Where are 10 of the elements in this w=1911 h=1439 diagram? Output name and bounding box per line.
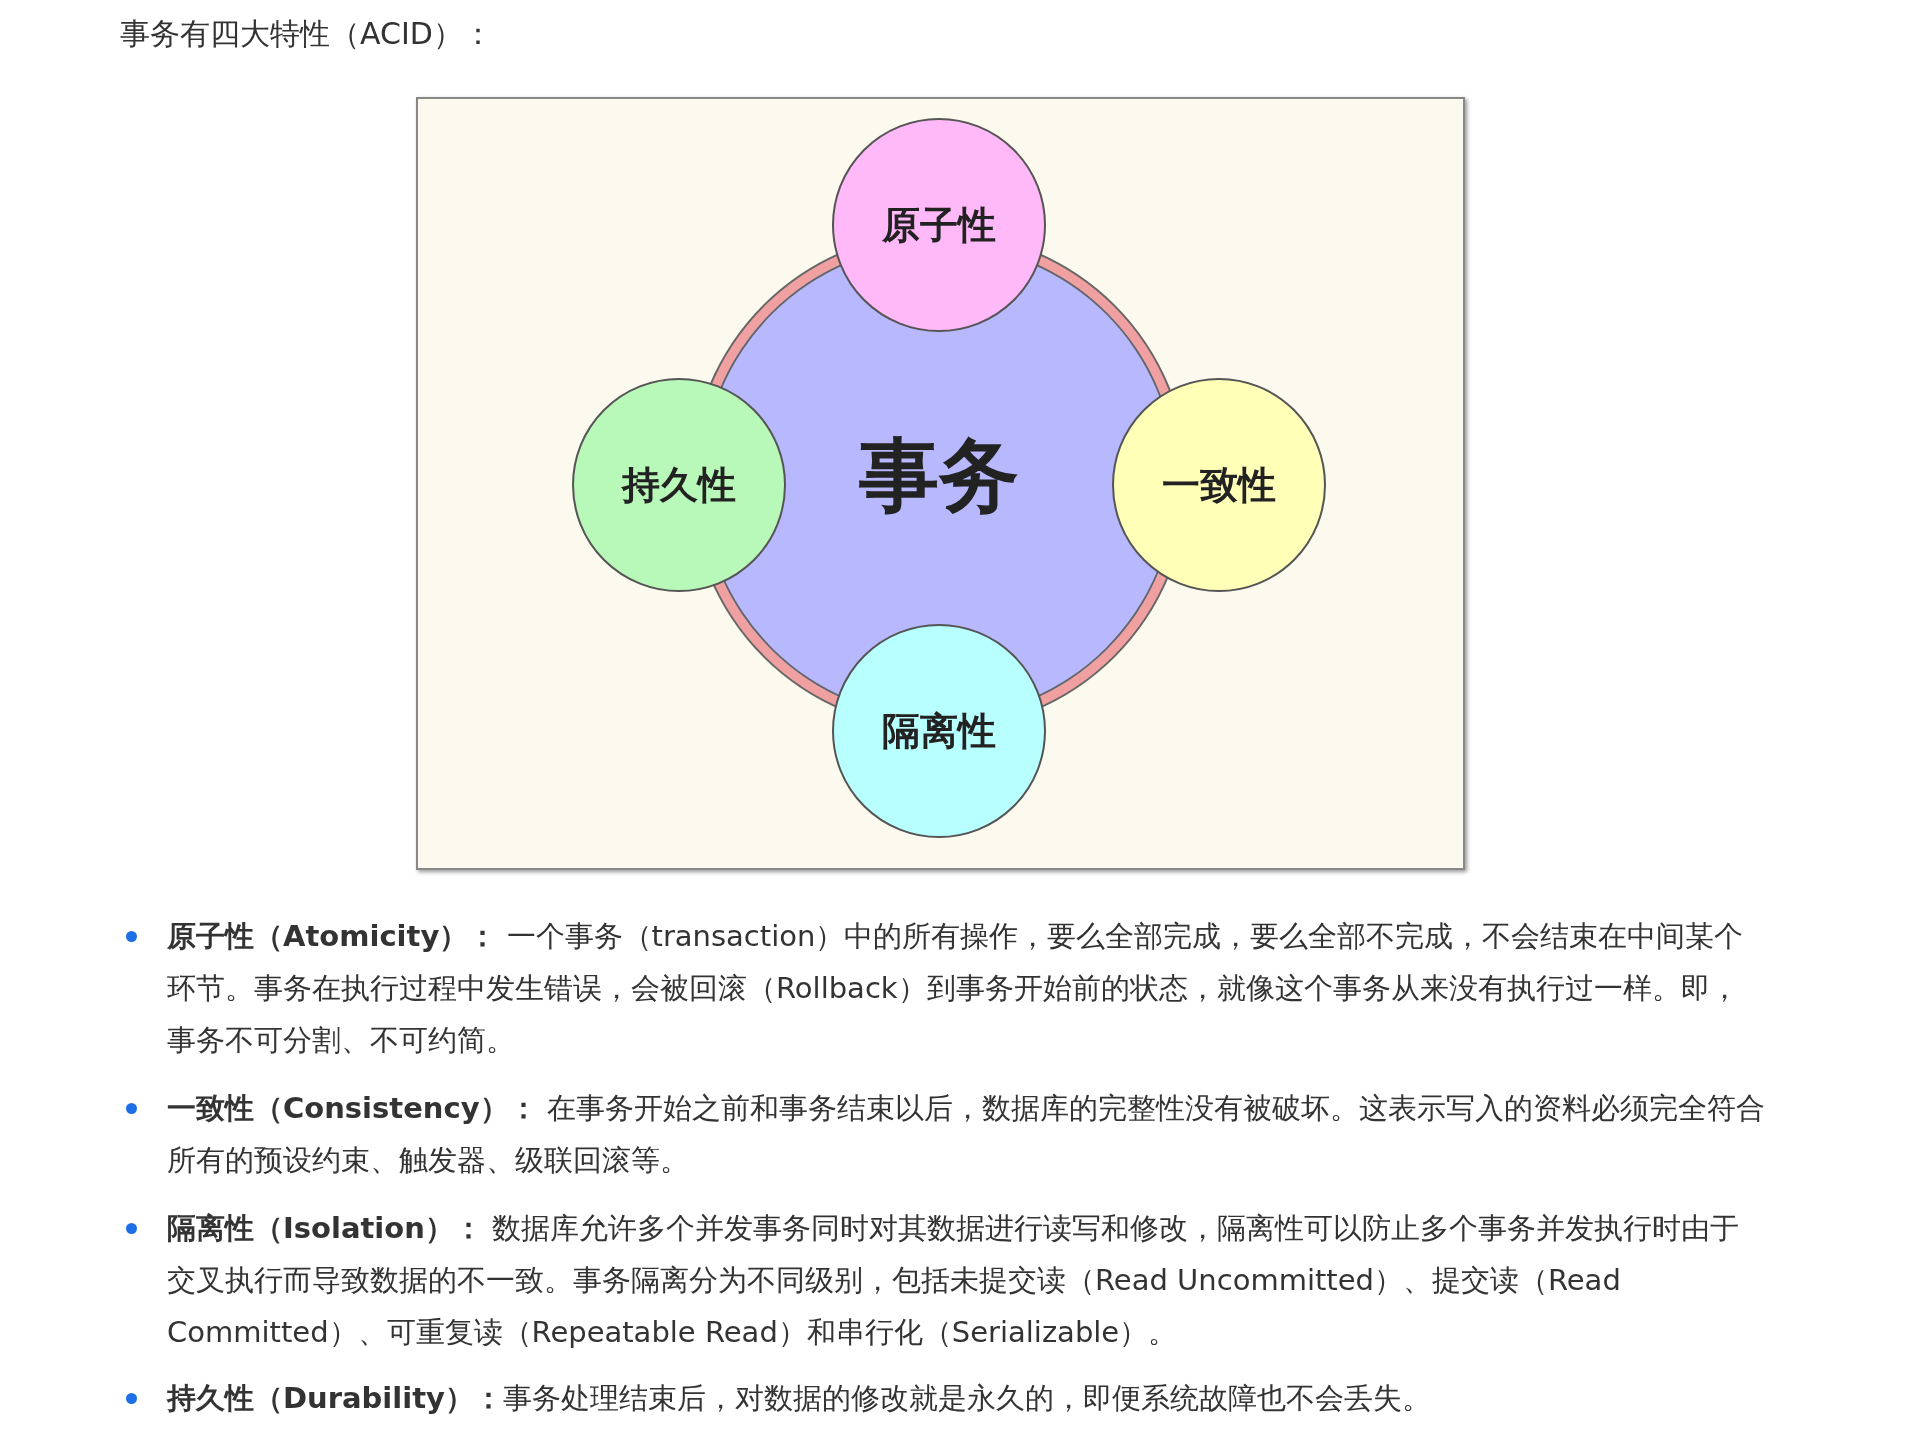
- bullet-text: 一致性（Consistency）： 在事务开始之前和事务结束以后，数据库的完整性没有被破坏。这表示写入的资料必须完全符合所有的预设约束、触发器、级联回滚等。: [167, 1090, 1766, 1179]
- heading-text: 事务有四大特性（ACID）：: [120, 15, 493, 53]
- circle-label: 事务: [859, 428, 1019, 524]
- bullet-text: 持久性（Durability）：事务处理结束后，对数据的修改就是永久的，即便系统故障也不会丢失。: [167, 1380, 1432, 1417]
- circle-label: 隔离性: [882, 707, 996, 755]
- circle-label: 原子性: [882, 201, 996, 249]
- circle-label: 一致性: [1162, 461, 1276, 509]
- circle-label: 持久性: [622, 461, 736, 509]
- bullet-text: 隔离性（Isolation）： 数据库允许多个并发事务同时对其数据进行读写和修改，隔离性可以防止多个事务并发执行时由于交叉执行而导致数据的不一致。事务隔离分为不同级别，包括未提交读（Read Uncommitted）、提交读（Read Committed）、可重复读（Repeatable Read）和串行化（Serializable）。: [167, 1210, 1741, 1351]
- bullet-text: 原子性（Atomicity）： 一个事务（transaction）中的所有操作，要么全部完成，要么全部不完成，不会结束在中间某个环节。事务在执行过程中发生错误，会被回滚（Rollback）到事务开始前的状态，就像这个事务从来没有执行过一样。即，事务不可分割、不可约简。: [167, 918, 1745, 1059]
